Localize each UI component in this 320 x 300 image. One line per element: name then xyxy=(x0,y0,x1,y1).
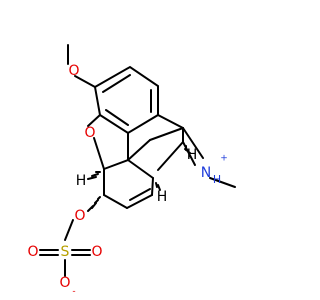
atom-o-sulfate-left: O xyxy=(27,244,38,260)
bond-c16-n xyxy=(182,127,204,159)
bond-c11-c10 xyxy=(157,114,184,129)
bond-o-aromatic xyxy=(74,75,96,88)
bond-c13-c14 xyxy=(127,159,154,179)
stereo-bond-h2 xyxy=(155,182,161,191)
bond-c15-c16 xyxy=(149,127,184,141)
atom-o-sulfate-anion: O xyxy=(59,275,70,291)
bond-aromatic-o-ether xyxy=(87,114,101,127)
minus-charge-label: - xyxy=(72,287,75,297)
atom-h-on-n: H xyxy=(213,173,221,186)
bond-c9-n xyxy=(182,141,196,166)
atom-o-methoxy: O xyxy=(68,63,79,79)
bond-c13-c5 xyxy=(103,159,129,170)
bond-c7-c8 xyxy=(126,194,153,209)
atom-h-stereo-1: H xyxy=(76,173,87,189)
atom-h-stereo-3: H xyxy=(187,147,198,163)
molecule-svg: O O O S O O O - N H + H H H xyxy=(27,44,236,297)
atom-o-sulfate-right: O xyxy=(91,244,102,260)
molecule-diagram: O O O S O O O - N H + H H H xyxy=(27,44,236,297)
plus-charge-label: + xyxy=(220,154,228,164)
stereo-bond-h1 xyxy=(87,171,101,180)
bond-c9-c14 xyxy=(157,141,184,171)
atom-o-sulfate-link: O xyxy=(74,208,85,224)
atom-n: N xyxy=(201,165,211,181)
stereo-bond-h3 xyxy=(184,145,191,154)
bond-o-s xyxy=(64,219,74,241)
bond-c13-c15 xyxy=(127,139,151,161)
atom-o-ether: O xyxy=(84,125,95,141)
aromatic-double-1 xyxy=(102,74,131,93)
bond-c7-c8-double xyxy=(129,188,151,201)
atom-s: S xyxy=(61,244,70,260)
stereo-bond-c6-o xyxy=(87,196,101,212)
aromatic-double-3 xyxy=(105,109,129,126)
bond-o-ether-c5 xyxy=(93,137,105,170)
bond-c6-c7 xyxy=(103,194,128,209)
bond-c8-c14 xyxy=(151,177,154,196)
atom-h-stereo-2: H xyxy=(157,189,168,205)
bond-n-methyl xyxy=(209,177,236,188)
